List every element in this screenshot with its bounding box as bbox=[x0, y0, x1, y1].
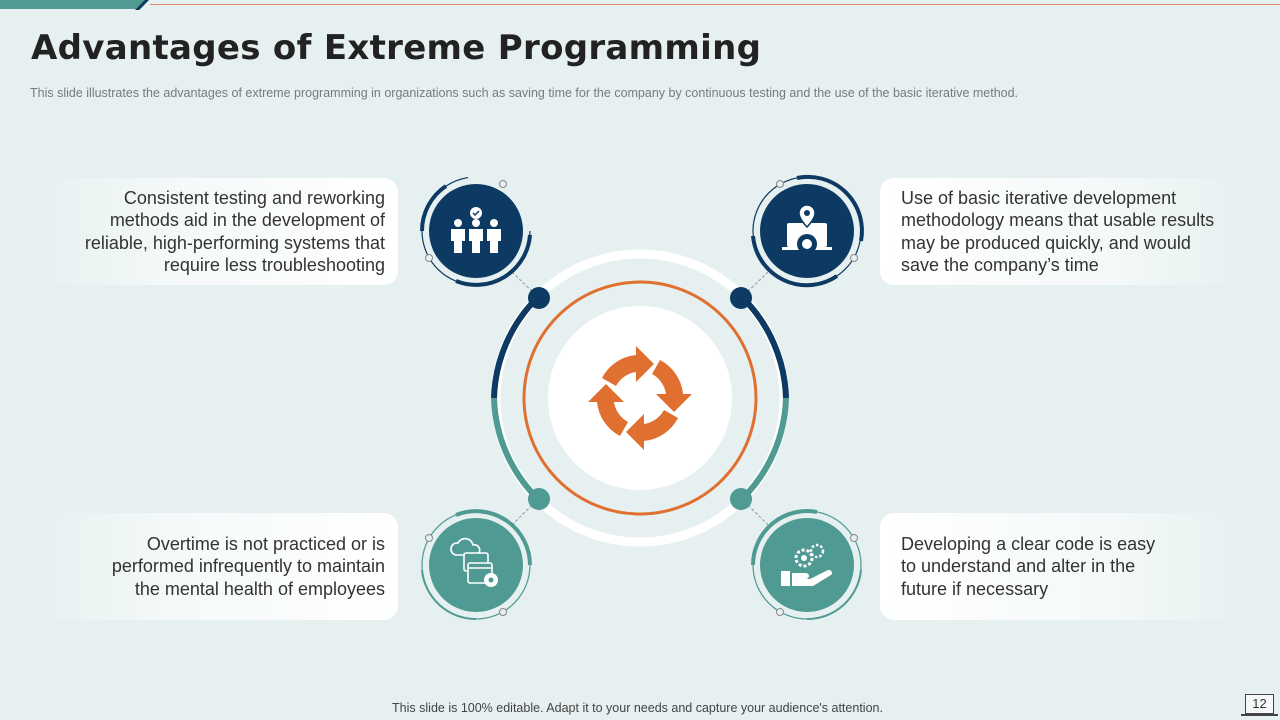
header-accent-slash bbox=[135, 0, 149, 10]
advantage-text-line: to understand and alter in the bbox=[901, 556, 1136, 577]
advantage-text-line: Overtime is not practiced or is bbox=[146, 533, 385, 554]
badge-bottom-right bbox=[751, 509, 862, 621]
teal-arc-left bbox=[491, 397, 541, 502]
laptop-location-gear-icon bbox=[782, 204, 832, 254]
node-dot-top-right bbox=[730, 287, 752, 309]
advantage-card-top-right: Use of basic iterative development metho… bbox=[880, 178, 1250, 285]
page-subtitle: This slide illustrates the advantages of… bbox=[30, 86, 1019, 100]
cloud-windows-gear-icon bbox=[450, 537, 498, 587]
navy-arc-left bbox=[491, 294, 541, 399]
footer-note: This slide is 100% editable. Adapt it to… bbox=[392, 701, 883, 715]
advantage-text-line: reliable, high-performing systems that bbox=[84, 232, 385, 253]
page-title: Advantages of Extreme Programming bbox=[31, 28, 762, 68]
advantage-card-top-left: Consistent testing and reworking methods… bbox=[30, 178, 398, 285]
advantage-text-line: performed infrequently to maintain bbox=[111, 556, 385, 577]
advantage-text-line: save the company’s time bbox=[901, 255, 1099, 275]
node-dot-top-left bbox=[528, 287, 550, 309]
hand-gears-icon bbox=[781, 543, 832, 586]
teal-arc-right bbox=[739, 397, 789, 502]
node-dot-bottom-left bbox=[528, 488, 550, 510]
advantage-text-line: future if necessary bbox=[901, 578, 1049, 599]
team-with-badge-icon bbox=[451, 207, 501, 253]
advantage-text-line: Developing a clear code is easy bbox=[901, 533, 1156, 554]
advantage-text-line: methodology means that usable results bbox=[901, 210, 1215, 230]
page-number: 12 bbox=[1245, 694, 1274, 714]
badge-top-left bbox=[419, 174, 533, 287]
orange-ring bbox=[522, 280, 758, 516]
advantage-card-bottom-left: Overtime is not practiced or is performe… bbox=[30, 513, 398, 620]
center-disk bbox=[548, 306, 732, 490]
navy-arc-right bbox=[739, 294, 789, 399]
badge-top-right bbox=[751, 174, 864, 288]
advantage-text-line: Use of basic iterative development bbox=[901, 187, 1177, 208]
advantage-card-bottom-right: Developing a clear code is easy to under… bbox=[880, 513, 1250, 620]
header-accent-bar bbox=[0, 0, 145, 9]
laptop-base-icon bbox=[1241, 714, 1278, 716]
advantage-text-line: may be produced quickly, and would bbox=[901, 232, 1191, 253]
header-rule bbox=[150, 4, 1280, 5]
badge-bottom-left bbox=[421, 509, 532, 621]
advantage-text-line: Consistent testing and reworking bbox=[123, 187, 385, 208]
advantage-text-line: methods aid in the development of bbox=[109, 210, 385, 230]
node-dot-bottom-right bbox=[730, 488, 752, 510]
cycle-arrows-icon bbox=[588, 346, 692, 450]
advantage-text-line: the mental health of employees bbox=[134, 578, 385, 599]
advantage-text-line: require less troubleshooting bbox=[163, 255, 385, 275]
